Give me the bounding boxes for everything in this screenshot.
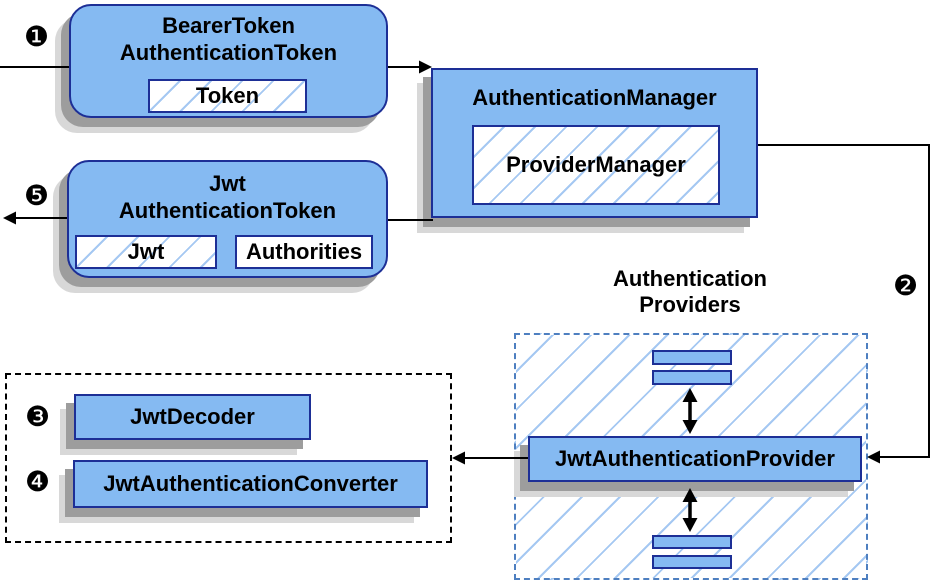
bearer-token-authentication-token-node: BearerToken AuthenticationToken Token xyxy=(69,4,388,118)
jwt-decoder-node: JwtDecoder xyxy=(74,394,311,440)
providers-title-line1: Authentication xyxy=(613,266,767,291)
authentication-providers-container: JwtAuthenticationProvider xyxy=(514,333,868,580)
arrow-left-icon xyxy=(3,211,16,225)
bearer-token-node-title: BearerToken AuthenticationToken xyxy=(71,12,386,66)
provider-manager-label: ProviderManager xyxy=(506,152,686,177)
providers-title-line2: Providers xyxy=(639,292,741,317)
bearer-token-title-line1: BearerToken xyxy=(162,13,295,38)
provider-placeholder-bar-bottom-1 xyxy=(652,535,732,549)
step-3-badge: ❸ xyxy=(25,400,51,433)
authentication-providers-title: Authentication Providers xyxy=(565,266,815,318)
authentication-manager-title: AuthenticationManager xyxy=(472,85,717,110)
authentication-manager-node: AuthenticationManager ProviderManager xyxy=(431,68,758,218)
jwt-decoder-label: JwtDecoder xyxy=(130,404,255,429)
authorities-field: Authorities xyxy=(235,235,373,269)
arrow-left-icon xyxy=(452,451,465,465)
jwt-authentication-provider-label: JwtAuthenticationProvider xyxy=(555,446,835,471)
decoder-converter-container: JwtDecoder JwtAuthenticationConverter xyxy=(5,373,452,543)
jwt-authentication-converter-label: JwtAuthenticationConverter xyxy=(103,471,398,496)
jwt-field-label: Jwt xyxy=(127,239,165,264)
jwt-token-title-line2: AuthenticationToken xyxy=(118,198,337,223)
step-2-badge: ❷ xyxy=(893,269,919,302)
arrow-left-icon xyxy=(867,450,880,464)
provider-placeholder-bar-bottom-2 xyxy=(652,555,732,569)
jwt-token-title-line1: Jwt xyxy=(209,171,246,196)
token-field-label: Token xyxy=(195,83,260,108)
provider-placeholder-bar-top-2 xyxy=(652,370,732,385)
jwt-authentication-token-node: Jwt AuthenticationToken Jwt Authorities xyxy=(67,160,388,278)
bearer-token-title-line2: AuthenticationToken xyxy=(119,40,338,65)
jwt-token-out-arrow xyxy=(3,211,67,225)
jwt-field: Jwt xyxy=(75,235,217,269)
step-1-badge: ❶ xyxy=(24,20,50,53)
step-4-badge: ❹ xyxy=(25,465,51,498)
provider-placeholder-bar-top-1 xyxy=(652,350,732,365)
authorities-field-label: Authorities xyxy=(245,239,363,264)
jwt-authentication-provider-node: JwtAuthenticationProvider xyxy=(528,436,862,482)
token-field: Token xyxy=(148,79,307,113)
bearer-to-manager-arrow xyxy=(388,60,432,74)
provider-manager-field: ProviderManager xyxy=(472,125,720,205)
step-5-badge: ❺ xyxy=(24,179,50,212)
jwt-authentication-converter-node: JwtAuthenticationConverter xyxy=(73,460,428,508)
jwt-token-node-title: Jwt AuthenticationToken xyxy=(69,170,386,224)
